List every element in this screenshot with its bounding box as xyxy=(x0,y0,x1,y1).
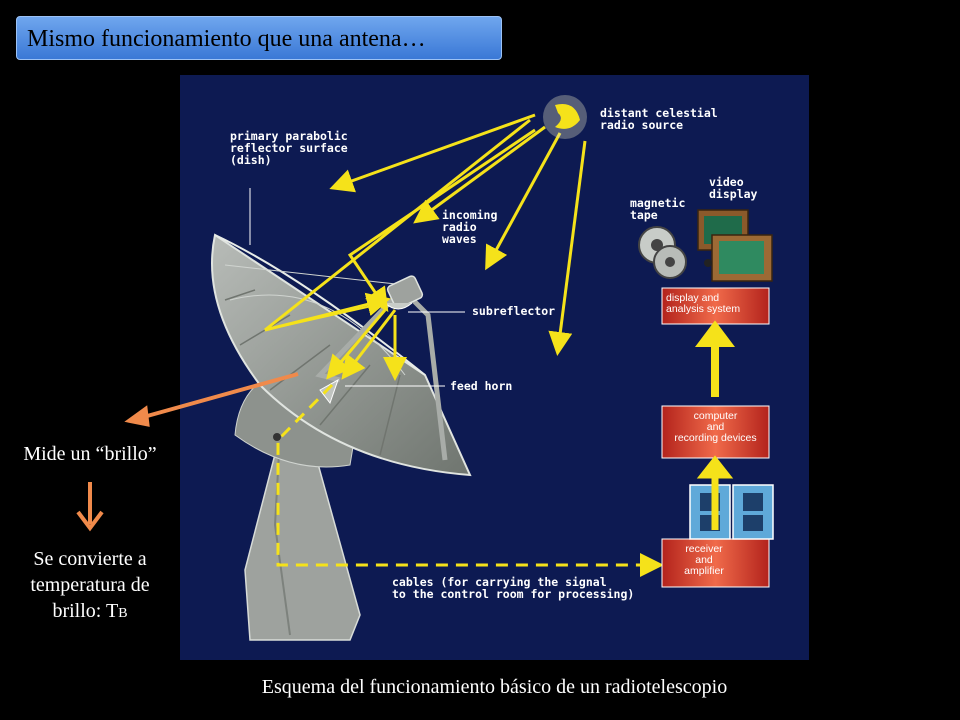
video-display-icon xyxy=(697,209,773,282)
brightness-temperature-subscript: B xyxy=(118,606,128,621)
label-magnetic-tape: magnetic tape xyxy=(630,196,686,222)
label-cables: cables (for carrying the signal to the c… xyxy=(392,575,635,601)
computer-label: computer and recording devices xyxy=(674,410,757,444)
equipment-racks-icon xyxy=(689,484,774,540)
label-dish: primary parabolic reflector surface (dis… xyxy=(230,129,348,167)
display-system-label: display and analysis system xyxy=(666,292,741,315)
measure-brightness-text: Mide un “brillo” xyxy=(23,443,157,465)
subreflector-unit xyxy=(386,275,424,309)
caption: Esquema del funcionamiento básico de un … xyxy=(261,676,728,698)
feed-horn-shape xyxy=(319,378,339,405)
receiver-label: receiver and amplifier xyxy=(684,543,724,577)
label-feed-horn: feed horn xyxy=(450,379,513,393)
brightness-temperature-text: Se convierte a temperatura de brillo: TB xyxy=(5,546,175,627)
arrow-receiver-to-computer xyxy=(696,455,734,530)
arrow-down-head xyxy=(76,510,104,532)
label-video-display: video display xyxy=(709,175,758,201)
slide-title: Mismo funcionamiento que una antena… xyxy=(16,16,502,60)
label-incoming-waves: incoming radio waves xyxy=(442,208,498,246)
brightness-temperature-main: Se convierte a temperatura de brillo: T xyxy=(30,548,150,622)
arrow-to-brightness-head xyxy=(124,405,150,427)
arrow-computer-to-display xyxy=(695,320,735,397)
computer-box xyxy=(661,405,770,459)
celestial-source xyxy=(555,104,580,129)
receiver-box xyxy=(661,538,770,588)
label-subreflector: subreflector xyxy=(472,304,556,318)
magnetic-tape-icon xyxy=(638,226,687,279)
label-celestial-source: distant celestial radio source xyxy=(600,106,718,132)
radio-telescope-diagram: distant celestial radio source primary p… xyxy=(180,75,809,660)
display-system-box xyxy=(661,287,770,325)
diagram-drawing xyxy=(211,95,774,641)
